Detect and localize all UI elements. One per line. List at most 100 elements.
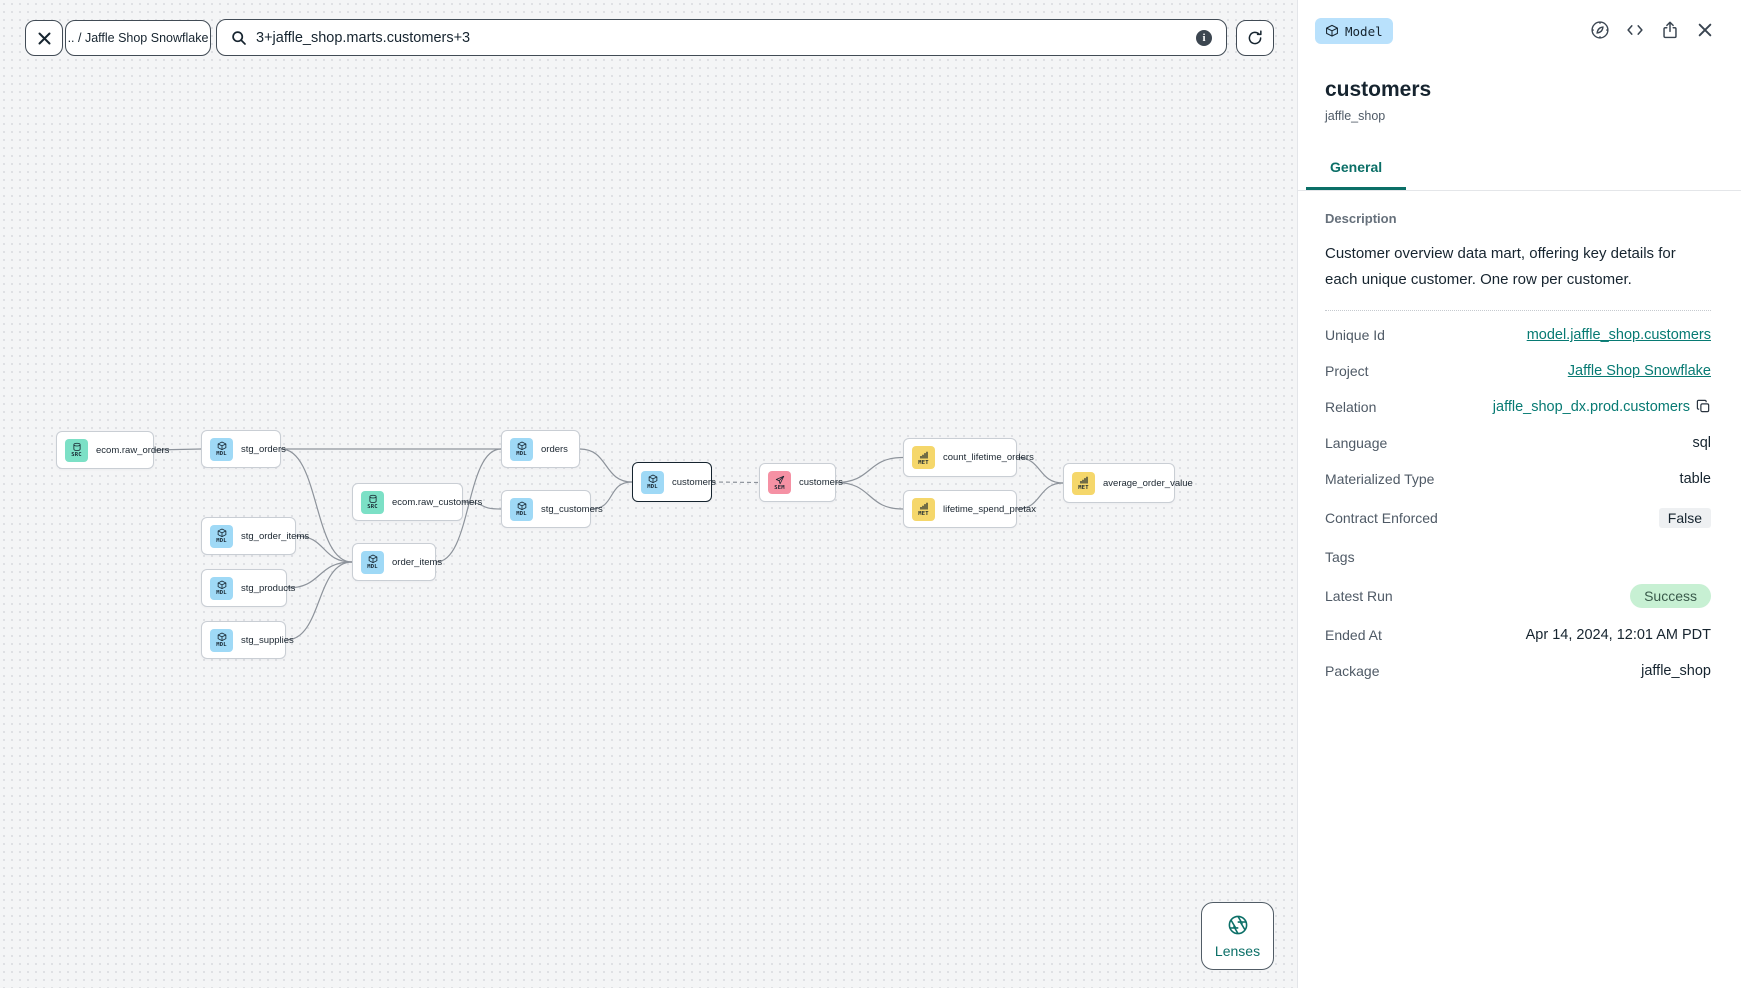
node-label: lifetime_spend_pretax bbox=[943, 503, 1036, 515]
model-icon: MDL bbox=[210, 524, 233, 548]
language-value: sql bbox=[1692, 435, 1711, 451]
edge-stg_customers-to-customers bbox=[590, 481, 633, 510]
view-code-button[interactable] bbox=[1624, 19, 1646, 41]
lineage-search: i bbox=[216, 19, 1227, 56]
panel-subtitle: jaffle_shop bbox=[1325, 109, 1386, 123]
lenses-label: Lenses bbox=[1214, 943, 1261, 959]
edge-customers_sem-to-lifetime_spend_pretax bbox=[835, 481, 904, 510]
graph-node-ecom-raw-customers[interactable]: SRC ecom.raw_customers bbox=[352, 483, 482, 521]
edge-stg_orders-to-order_items bbox=[280, 448, 353, 563]
detail-row-tags: Tags bbox=[1325, 539, 1711, 575]
tab-general[interactable]: General bbox=[1306, 159, 1407, 190]
contract-enforced-label: Contract Enforced bbox=[1325, 510, 1438, 526]
detail-row-language: Language sql bbox=[1325, 425, 1711, 461]
divider bbox=[1325, 310, 1711, 311]
model-icon: MDL bbox=[210, 437, 233, 461]
edge-stg_supplies-to-order_items bbox=[285, 561, 353, 641]
edge-count_lifetime_orders-to-average_order_value bbox=[1016, 456, 1064, 484]
description-label: Description bbox=[1325, 211, 1397, 226]
model-icon: MDL bbox=[361, 550, 384, 574]
node-label: order_items bbox=[392, 556, 443, 568]
code-icon bbox=[1627, 25, 1643, 35]
graph-node-count-lifetime-orders[interactable]: MET count_lifetime_orders bbox=[903, 438, 1034, 477]
source-icon: SRC bbox=[65, 438, 88, 462]
contract-enforced-badge: False bbox=[1658, 508, 1711, 528]
detail-row-contract-enforced: Contract Enforced False bbox=[1325, 497, 1711, 539]
ended-at-value: Apr 14, 2024, 12:01 AM PDT bbox=[1525, 627, 1711, 643]
node-label: average_order_value bbox=[1103, 477, 1193, 489]
node-label: customers bbox=[672, 476, 716, 488]
tags-label: Tags bbox=[1325, 549, 1355, 565]
node-label: stg_products bbox=[241, 582, 296, 594]
model-icon: MDL bbox=[510, 497, 533, 521]
project-link[interactable]: Jaffle Shop Snowflake bbox=[1567, 363, 1711, 379]
unique-id-link[interactable]: model.jaffle_shop.customers bbox=[1526, 327, 1711, 343]
metric-icon: MET bbox=[912, 497, 935, 521]
breadcrumb-label: .. / Jaffle Shop Snowflake bbox=[67, 31, 209, 45]
node-label: count_lifetime_orders bbox=[943, 452, 1034, 463]
source-icon: SRC bbox=[361, 490, 384, 514]
metric-icon: MET bbox=[912, 446, 935, 469]
edge-lifetime_spend_pretax-to-average_order_value bbox=[1016, 482, 1064, 510]
edge-stg_products-to-order_items bbox=[286, 561, 353, 589]
graph-node-lifetime-spend-pretax[interactable]: MET lifetime_spend_pretax bbox=[903, 490, 1036, 528]
refresh-button[interactable] bbox=[1236, 20, 1274, 56]
detail-row-package: Package jaffle_shop bbox=[1325, 653, 1711, 689]
graph-node-stg-orders[interactable]: MDL stg_orders bbox=[201, 430, 286, 468]
breadcrumb[interactable]: .. / Jaffle Shop Snowflake bbox=[65, 20, 211, 56]
node-label: orders bbox=[541, 443, 568, 455]
ended-at-label: Ended At bbox=[1325, 627, 1382, 643]
node-label: stg_orders bbox=[241, 443, 286, 455]
resource-type-label: Model bbox=[1345, 23, 1383, 39]
info-icon[interactable]: i bbox=[1196, 29, 1212, 46]
edge-customers-to-customers_sem bbox=[711, 481, 760, 484]
details-panel: Model bbox=[1297, 0, 1741, 988]
lenses-button[interactable]: Lenses bbox=[1201, 902, 1274, 970]
edge-orders-to-customers bbox=[579, 448, 633, 483]
node-label: ecom.raw_customers bbox=[392, 496, 483, 508]
close-lineage-button[interactable] bbox=[25, 20, 63, 56]
compass-icon bbox=[1591, 21, 1609, 39]
copy-icon[interactable] bbox=[1696, 399, 1711, 414]
relation-label: Relation bbox=[1325, 399, 1377, 415]
lenses-compass-button[interactable] bbox=[1589, 19, 1611, 41]
close-panel-button[interactable] bbox=[1694, 19, 1716, 41]
package-label: Package bbox=[1325, 663, 1380, 679]
node-label: ecom.raw_orders bbox=[96, 444, 170, 456]
cube-icon bbox=[1326, 24, 1338, 37]
graph-node-average-order-value[interactable]: MET average_order_value bbox=[1063, 463, 1193, 503]
edge-order_items-to-orders bbox=[435, 448, 502, 563]
edge-customers_sem-to-count_lifetime_orders bbox=[835, 456, 904, 484]
semantic-model-icon: SEM bbox=[768, 471, 791, 494]
close-icon bbox=[38, 32, 50, 44]
description-text: Customer overview data mart, offering ke… bbox=[1325, 245, 1676, 288]
package-value: jaffle_shop bbox=[1641, 663, 1711, 679]
edge-ecom_raw_orders-to-stg_orders bbox=[153, 448, 202, 451]
panel-tabs: General bbox=[1298, 159, 1741, 191]
language-label: Language bbox=[1325, 435, 1388, 451]
metric-icon: MET bbox=[1072, 471, 1095, 495]
graph-node-order-items[interactable]: MDL order_items bbox=[352, 543, 442, 581]
search-icon bbox=[232, 30, 246, 45]
detail-row-ended-at: Ended At Apr 14, 2024, 12:01 AM PDT bbox=[1325, 617, 1711, 653]
resource-type-badge: Model bbox=[1315, 18, 1393, 44]
lineage-search-input[interactable] bbox=[256, 29, 1187, 46]
unique-id-label: Unique Id bbox=[1325, 327, 1385, 343]
share-button[interactable] bbox=[1659, 19, 1681, 41]
status-badge: Success bbox=[1630, 584, 1711, 608]
materialized-type-label: Materialized Type bbox=[1325, 471, 1435, 487]
project-label: Project bbox=[1325, 363, 1369, 379]
graph-node-ecom-raw-orders[interactable]: SRC ecom.raw_orders bbox=[56, 431, 169, 469]
